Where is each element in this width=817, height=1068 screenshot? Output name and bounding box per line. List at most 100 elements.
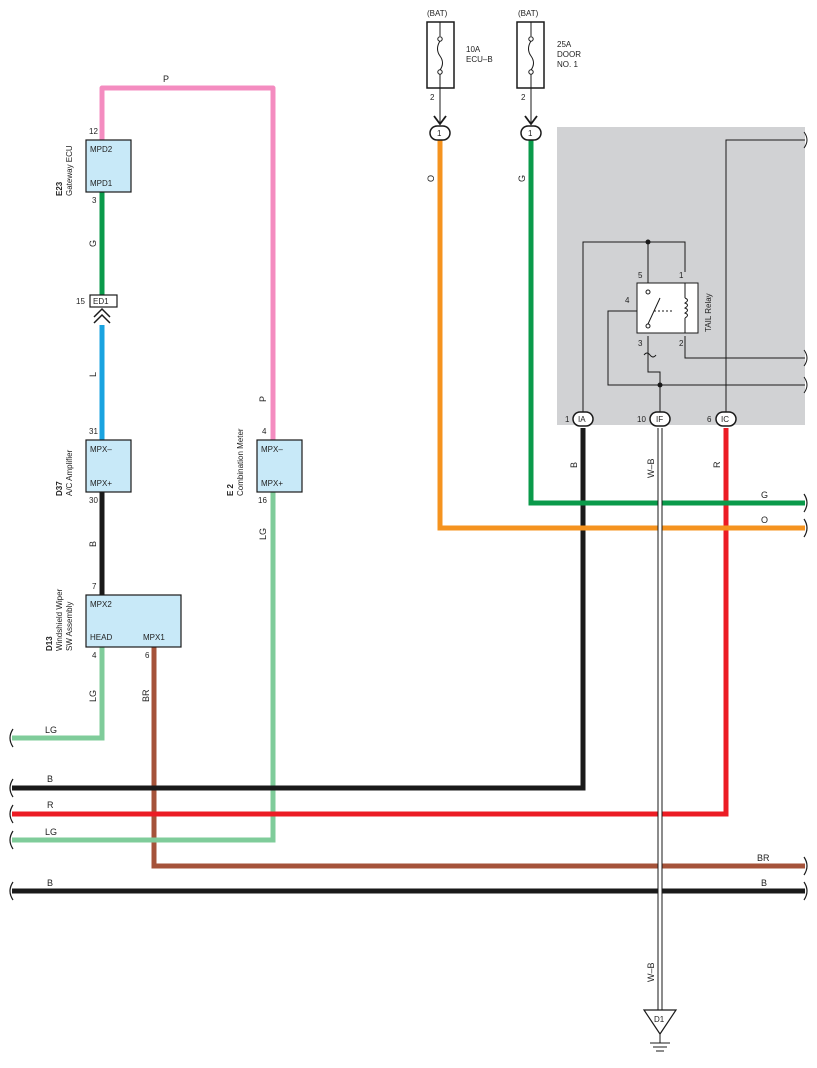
label-l: L xyxy=(88,372,98,377)
component-combination-meter: MPX– MPX+ 4 16 E 2 Combination Meter xyxy=(226,427,303,505)
junction-ic-pin: 6 xyxy=(707,415,712,424)
junction-if: IF 10 xyxy=(637,411,671,427)
ac-amp-num-bot: 30 xyxy=(89,496,98,505)
gateway-name: Gateway ECU xyxy=(65,145,74,196)
relay-pin-1: 1 xyxy=(679,271,684,280)
fuse-door-conn: 1 xyxy=(528,129,533,138)
connector-ed1-pin: 15 xyxy=(76,297,85,306)
connector-chevron-icon xyxy=(93,307,111,324)
junction-if-label: IF xyxy=(656,415,663,424)
ground-label: D1 xyxy=(654,1015,665,1024)
relay-line-4 xyxy=(607,310,805,386)
component-gateway-ecu: MPD2 MPD1 12 3 E23 Gateway ECU xyxy=(55,127,132,205)
wiper-pin-mpx1: MPX1 xyxy=(143,633,165,642)
label-wb-if: W–B xyxy=(646,458,656,478)
meter-pin-bot: MPX+ xyxy=(261,479,283,488)
wiper-code: D13 xyxy=(45,636,54,651)
label-o-fuse: O xyxy=(426,175,436,182)
relay-pin-3: 3 xyxy=(638,339,643,348)
meter-code: E 2 xyxy=(226,483,235,496)
gateway-pin-bot: MPD1 xyxy=(90,179,113,188)
relay-pin-2: 2 xyxy=(679,339,684,348)
ac-amp-name: A/C Amplifier xyxy=(65,449,74,496)
wiper-pin-head: HEAD xyxy=(90,633,112,642)
label-b-right2: B xyxy=(761,878,767,888)
break-br-right xyxy=(803,856,808,876)
ac-amp-code: D37 xyxy=(55,481,64,496)
junction-ic-label: IC xyxy=(721,415,729,424)
break-block-3 xyxy=(803,376,808,394)
relay-node-top xyxy=(645,239,651,245)
relay-line-top xyxy=(582,241,686,412)
label-p-top: P xyxy=(163,74,169,84)
label-g-fuse: G xyxy=(517,175,527,182)
label-lg-left2: LG xyxy=(45,827,57,837)
relay-squiggle-icon xyxy=(643,352,657,358)
fuse-ecu-b-conn: 1 xyxy=(437,129,442,138)
fuse-ecu-b: (BAT) 10A ECU–B 2 1 xyxy=(426,9,493,141)
relay-pin-5: 5 xyxy=(638,271,643,280)
relay-line-ic xyxy=(725,139,805,412)
label-lg-left1: LG xyxy=(45,725,57,735)
fuse-door-name2: NO. 1 xyxy=(557,60,578,69)
label-b-left: B xyxy=(88,541,98,547)
junction-ia-label: IA xyxy=(578,415,586,424)
relay-coil-icon xyxy=(683,297,688,319)
fuse-door-icon xyxy=(528,40,534,71)
meter-pin-top: MPX– xyxy=(261,445,283,454)
gateway-num-top: 12 xyxy=(89,127,98,136)
label-g-right: G xyxy=(761,490,768,500)
component-wiper-switch: MPX2 HEAD MPX1 7 4 6 D13 Windshield Wipe… xyxy=(45,582,182,660)
break-block-2 xyxy=(803,349,808,367)
break-block-1 xyxy=(803,131,808,149)
component-ac-amplifier: MPX– MPX+ 31 30 D37 A/C Amplifier xyxy=(55,427,132,505)
meter-name: Combination Meter xyxy=(236,428,245,496)
connector-ed1-label: ED1 xyxy=(93,297,109,306)
fuse-ecu-b-rating: 10A xyxy=(466,45,481,54)
junction-ic: IC 6 xyxy=(707,411,737,427)
wiper-name2: SW Assembly xyxy=(65,602,74,651)
meter-num-bot: 16 xyxy=(258,496,267,505)
junction-ia: IA 1 xyxy=(565,411,594,427)
fuse-ecu-b-bat: (BAT) xyxy=(427,9,448,18)
fuse-door-rating: 25A xyxy=(557,40,572,49)
relay-line-3 xyxy=(647,336,661,412)
wire-b-ia xyxy=(12,428,586,791)
ground-d1: D1 xyxy=(642,1009,678,1052)
gateway-code: E23 xyxy=(55,181,64,196)
junction-if-pin: 10 xyxy=(637,415,646,424)
label-lg-e2: LG xyxy=(258,528,268,540)
wire-g-fuse xyxy=(528,140,805,506)
label-r-left: R xyxy=(47,800,54,810)
break-lg-2 xyxy=(9,830,14,850)
label-o-right: O xyxy=(761,515,768,525)
wire-lg-e2 xyxy=(12,492,276,843)
connector-ed1: ED1 15 xyxy=(76,294,118,324)
meter-num-top: 4 xyxy=(262,427,267,436)
label-b-ia: B xyxy=(569,462,579,468)
label-g-left: G xyxy=(88,240,98,247)
fuse-door-name: DOOR xyxy=(557,50,581,59)
label-br-right: BR xyxy=(757,853,770,863)
break-g-right xyxy=(803,493,808,513)
ac-amp-num-top: 31 xyxy=(89,427,98,436)
label-r-ic: R xyxy=(712,461,722,468)
fuse-door-no1: (BAT) 25A DOOR NO. 1 2 1 xyxy=(516,9,581,141)
label-wb-bottom: W–B xyxy=(646,962,656,982)
break-o-right xyxy=(803,518,808,538)
fuse-ecu-b-name: ECU–B xyxy=(466,55,493,64)
ac-amp-pin-top: MPX– xyxy=(90,445,112,454)
break-r xyxy=(9,804,14,824)
label-br-d13: BR xyxy=(141,689,151,702)
fuse-door-bat: (BAT) xyxy=(518,9,539,18)
wire-r-ic xyxy=(12,428,729,817)
arrow-down-icon xyxy=(433,115,447,126)
relay-line-2 xyxy=(684,336,805,359)
break-b-1 xyxy=(9,778,14,798)
break-lg-1 xyxy=(9,728,14,748)
relay-block-background xyxy=(557,127,805,425)
wire-p xyxy=(99,85,276,440)
wire-br xyxy=(151,647,805,869)
